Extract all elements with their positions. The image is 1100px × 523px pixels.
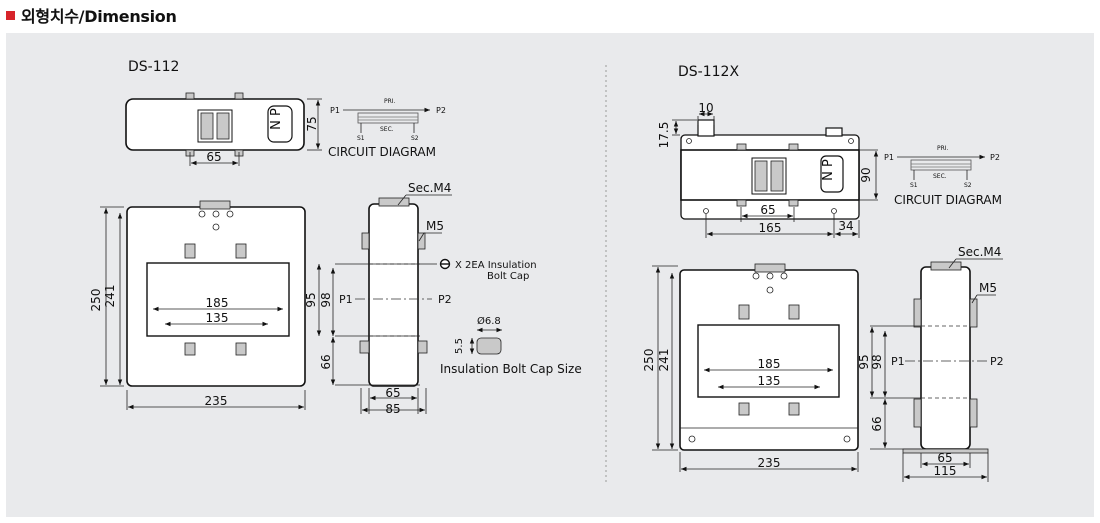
- side-p2-label: P2: [438, 293, 452, 306]
- circuit-s2: S2: [411, 135, 419, 142]
- dim-250-right: 250: [642, 349, 656, 372]
- ds112-front-view: 185 135 250 241 235: [89, 200, 306, 410]
- ds112-group: DS-112 N P 75 65 P1 P2 PRI. SEC.: [89, 59, 582, 416]
- ds112-side-view: P1 P2 95 98 66 65 85 Sec.M4 M5 X 2EA Ins…: [304, 181, 537, 416]
- ds112-top-view: N P 75 65: [125, 92, 322, 166]
- ds112x-front-view: 185 135 250 241 235: [642, 263, 859, 472]
- dim-85-left: 85: [385, 402, 400, 416]
- dim-65-side-left: 65: [385, 386, 400, 400]
- circuit-p1-right: P1: [884, 153, 894, 162]
- dim-34: 34: [838, 219, 853, 233]
- circuit-p2-right: P2: [990, 153, 1000, 162]
- circuit-sec-right: SEC.: [933, 173, 947, 180]
- dim-65-top: 65: [206, 150, 221, 164]
- dim-75: 75: [305, 116, 319, 131]
- dim-65-side-right: 65: [937, 451, 952, 465]
- dim-135-right: 135: [758, 374, 781, 388]
- bolt-cap-note: Bolt Cap: [487, 271, 529, 282]
- section-title: 외형치수/Dimension: [21, 7, 177, 26]
- dim-241-right: 241: [657, 349, 671, 372]
- dim-135-left: 135: [206, 311, 229, 325]
- dim-185-left: 185: [206, 296, 229, 310]
- ds112-model-label: DS-112: [128, 59, 179, 75]
- np-label: N P: [269, 108, 284, 130]
- dim-98-left: 98: [319, 292, 333, 307]
- dim-65-top-right: 65: [760, 203, 775, 217]
- sec-m4-label-left: Sec.M4: [408, 181, 451, 195]
- dim-165: 165: [759, 221, 782, 235]
- ds112x-top-view: N P 10 17.5 90 65 165 34: [657, 101, 879, 238]
- insulation-note: X 2EA Insulation: [455, 260, 537, 271]
- circuit-s1-right: S1: [910, 182, 918, 189]
- dim-98-right: 98: [870, 354, 884, 369]
- cap-caption: Insulation Bolt Cap Size: [440, 362, 582, 376]
- circuit-p1: P1: [330, 106, 340, 115]
- dim-250-left: 250: [89, 289, 103, 312]
- ds112x-model-label: DS-112X: [678, 64, 739, 80]
- circuit-s2-right: S2: [964, 182, 972, 189]
- np-badge: [267, 105, 293, 143]
- m5-label-left: M5: [426, 219, 444, 233]
- dim-241-left: 241: [103, 285, 117, 308]
- dim-17-5: 17.5: [657, 122, 671, 149]
- np-label-right: N P: [821, 159, 836, 181]
- sec-m4-label-right: Sec.M4: [958, 245, 1001, 259]
- circuit-caption: CIRCUIT DIAGRAM: [328, 145, 436, 159]
- section-header: 외형치수/Dimension: [6, 4, 177, 26]
- ds112x-side-view: P1 P2 95 98 66 65 115 Sec.M4 M5: [857, 245, 1004, 482]
- dim-95-left: 95: [304, 292, 318, 307]
- m5-label-right: M5: [979, 281, 997, 295]
- ds112-circuit: P1 P2 PRI. SEC. S1 S2 CIRCUIT DIAGRAM: [328, 98, 446, 159]
- dim-235-right: 235: [758, 456, 781, 470]
- side-p1-label-right: P1: [891, 355, 905, 368]
- circuit-pri: PRI.: [384, 98, 396, 105]
- ds112x-circuit: P1 P2 PRI. SEC. S1 S2 CIRCUIT DIAGRAM: [884, 145, 1002, 207]
- circuit-s1: S1: [357, 135, 365, 142]
- red-square-icon: [6, 10, 15, 20]
- cap-height: 5.5: [454, 338, 465, 354]
- bolt-cap-detail: Ø6.8 5.5 Insulation Bolt Cap Size: [440, 315, 582, 376]
- dim-90: 90: [859, 167, 873, 182]
- circuit-pri-right: PRI.: [937, 145, 949, 152]
- dim-185-right: 185: [758, 357, 781, 371]
- dim-66-left: 66: [319, 354, 333, 369]
- side-p2-label-right: P2: [990, 355, 1004, 368]
- ds112x-group: DS-112X N P 10 17.5 90 65: [642, 64, 1004, 482]
- circuit-sec: SEC.: [380, 126, 394, 133]
- dim-66-right: 66: [870, 416, 884, 431]
- dim-115: 115: [934, 464, 957, 478]
- circuit-caption-right: CIRCUIT DIAGRAM: [894, 193, 1002, 207]
- side-p1-label: P1: [339, 293, 353, 306]
- circuit-p2: P2: [436, 106, 446, 115]
- dim-235-left: 235: [205, 394, 228, 408]
- dim-10: 10: [698, 101, 713, 115]
- cap-diameter: Ø6.8: [477, 315, 501, 327]
- dim-95-right: 95: [857, 354, 871, 369]
